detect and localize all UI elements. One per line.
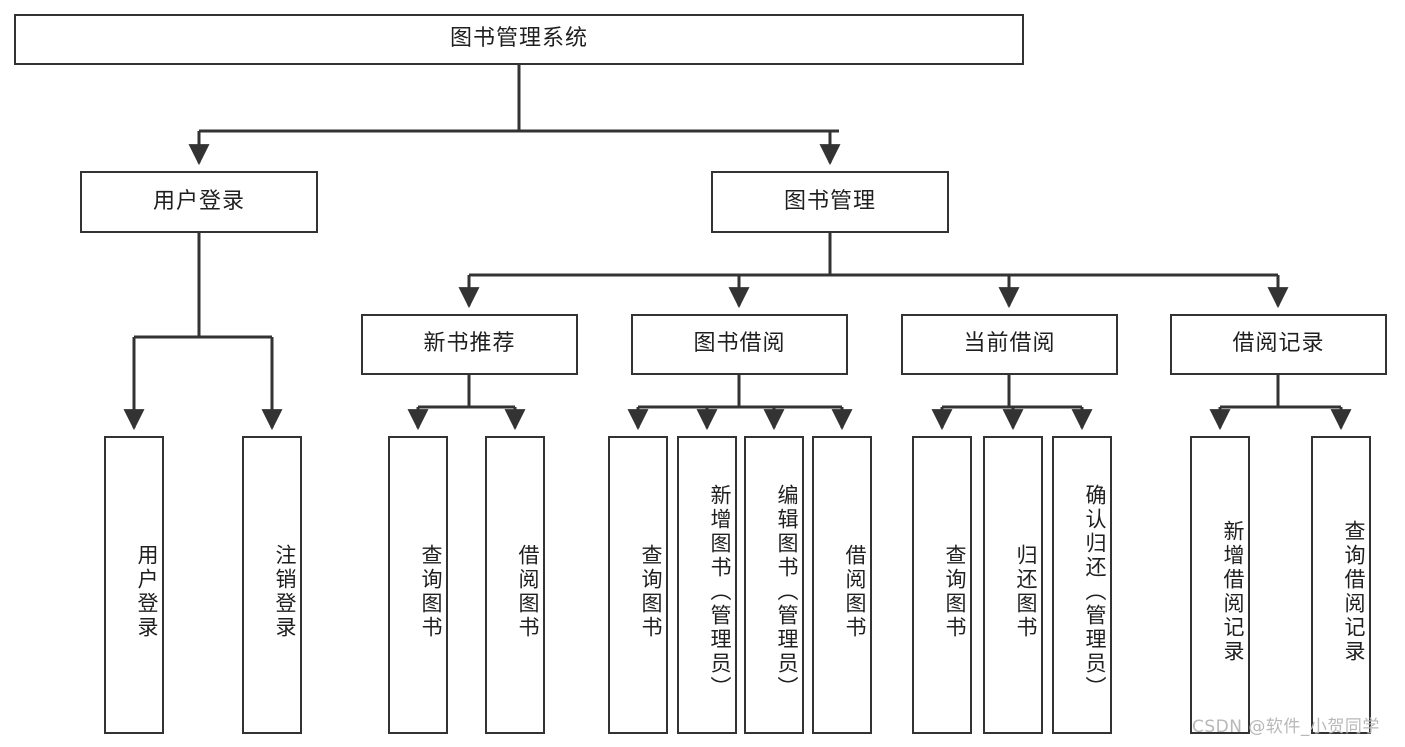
node-user-login-label: 用户登录 bbox=[152, 188, 245, 214]
node-root-label: 图书管理系统 bbox=[449, 26, 588, 52]
node-leaf-query-book-recommend-label: 查询图书 bbox=[419, 544, 443, 640]
node-leaf-logout[interactable]: 注销登录 bbox=[242, 436, 302, 734]
node-current-borrow-label: 当前借阅 bbox=[963, 331, 1056, 357]
node-leaf-borrow-book-recommend-label: 借阅图书 bbox=[516, 544, 540, 640]
node-new-book-recommend[interactable]: 新书推荐 bbox=[361, 314, 578, 375]
node-leaf-borrow-book[interactable]: 借阅图书 bbox=[812, 436, 872, 734]
edge-bookborrow-to-leaves bbox=[627, 375, 853, 431]
node-leaf-confirm-return-admin[interactable]: 确认归还（管理员） bbox=[1052, 436, 1112, 734]
node-leaf-add-book-admin[interactable]: 新增图书（管理员） bbox=[677, 436, 737, 734]
node-leaf-query-book-borrow-label: 查询图书 bbox=[639, 544, 663, 640]
node-leaf-query-book-borrow[interactable]: 查询图书 bbox=[608, 436, 668, 734]
edge-root-to-level2 bbox=[188, 65, 841, 166]
edge-borrowrecord-to-leaves bbox=[1209, 375, 1352, 431]
edge-userlogin-to-leaves bbox=[123, 233, 283, 431]
node-borrow-record-label: 借阅记录 bbox=[1232, 331, 1325, 357]
node-leaf-return-book-label: 归还图书 bbox=[1014, 544, 1038, 640]
edge-bookmanage-to-level3 bbox=[458, 233, 1289, 309]
node-new-book-recommend-label: 新书推荐 bbox=[423, 331, 516, 357]
node-leaf-borrow-book-label: 借阅图书 bbox=[843, 544, 867, 640]
node-leaf-query-borrow-record-label: 查询借阅记录 bbox=[1342, 520, 1366, 664]
node-book-borrow-label: 图书借阅 bbox=[693, 331, 786, 357]
node-leaf-borrow-book-recommend[interactable]: 借阅图书 bbox=[485, 436, 545, 734]
node-leaf-confirm-return-admin-label: 确认归还（管理员） bbox=[1083, 484, 1107, 700]
node-borrow-record[interactable]: 借阅记录 bbox=[1170, 314, 1387, 375]
node-book-borrow[interactable]: 图书借阅 bbox=[631, 314, 848, 375]
node-leaf-return-book[interactable]: 归还图书 bbox=[983, 436, 1043, 734]
node-leaf-query-book-recommend[interactable]: 查询图书 bbox=[388, 436, 448, 734]
node-leaf-query-borrow-record[interactable]: 查询借阅记录 bbox=[1311, 436, 1371, 734]
node-current-borrow[interactable]: 当前借阅 bbox=[901, 314, 1118, 375]
node-book-manage[interactable]: 图书管理 bbox=[711, 171, 949, 233]
node-leaf-query-book-current-label: 查询图书 bbox=[943, 544, 967, 640]
node-leaf-add-book-admin-label: 新增图书（管理员） bbox=[708, 484, 732, 700]
node-leaf-user-login[interactable]: 用户登录 bbox=[104, 436, 164, 734]
node-user-login[interactable]: 用户登录 bbox=[80, 171, 318, 233]
node-leaf-edit-book-admin-label: 编辑图书（管理员） bbox=[775, 484, 799, 700]
edge-currentborrow-to-leaves bbox=[931, 375, 1093, 431]
node-leaf-add-borrow-record-label: 新增借阅记录 bbox=[1221, 520, 1245, 664]
node-book-manage-label: 图书管理 bbox=[783, 188, 876, 214]
node-root-system[interactable]: 图书管理系统 bbox=[14, 14, 1024, 65]
node-leaf-edit-book-admin[interactable]: 编辑图书（管理员） bbox=[744, 436, 804, 734]
edge-newbookrec-to-leaves bbox=[407, 375, 526, 431]
node-leaf-add-borrow-record[interactable]: 新增借阅记录 bbox=[1190, 436, 1250, 734]
node-leaf-user-login-label: 用户登录 bbox=[135, 544, 159, 640]
node-leaf-logout-label: 注销登录 bbox=[273, 544, 297, 640]
csdn-watermark: CSDN @软件_小贺同学 bbox=[1192, 717, 1380, 737]
node-leaf-query-book-current[interactable]: 查询图书 bbox=[912, 436, 972, 734]
